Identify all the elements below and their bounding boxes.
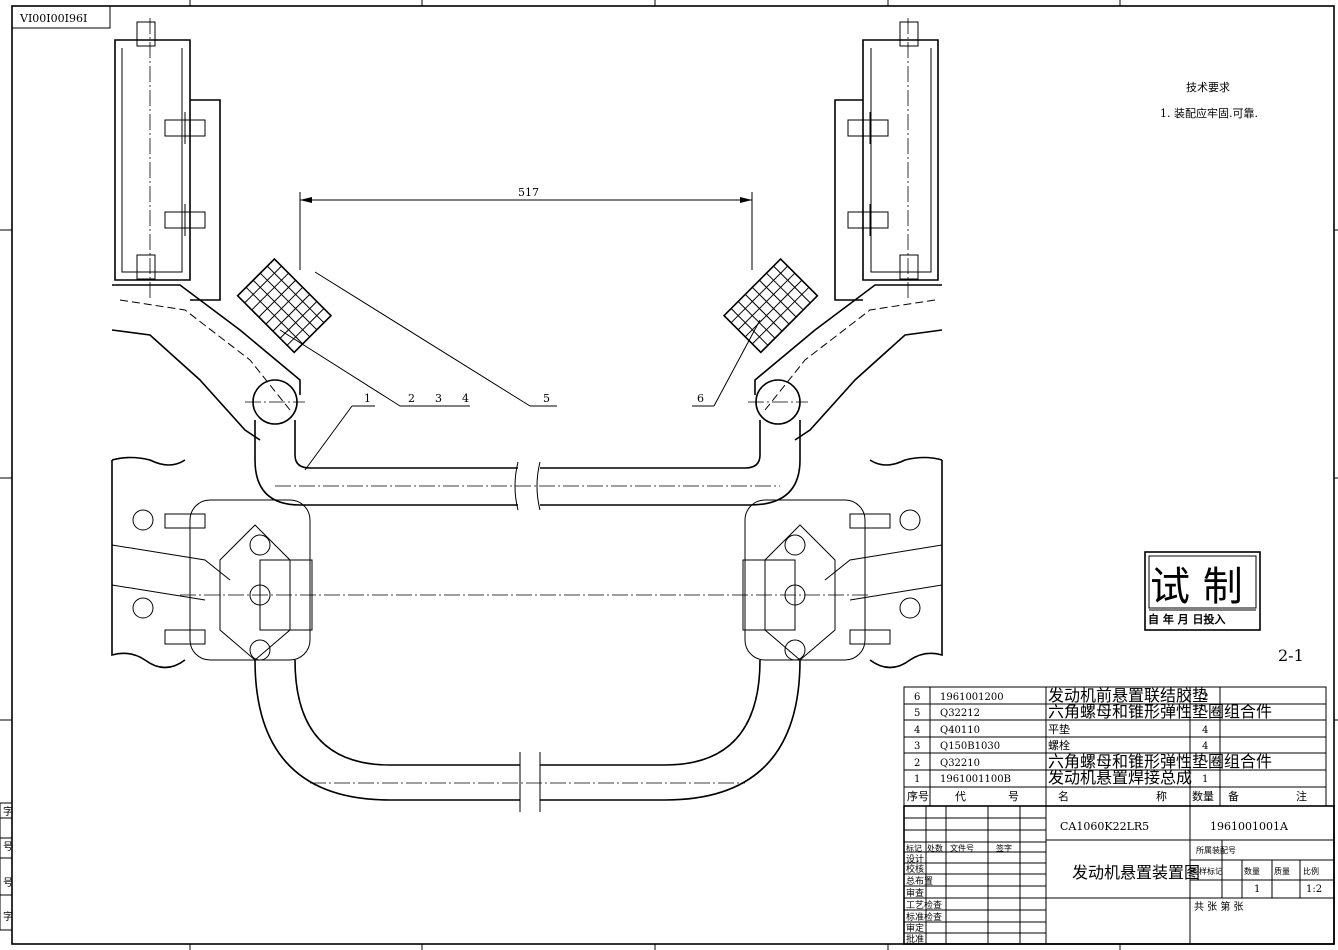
margin-label: 号 (3, 877, 13, 889)
role-label: 批准 (906, 933, 924, 945)
role-label: 审定 (906, 922, 924, 934)
drawing-code: VI00I00I96I (19, 12, 87, 25)
drawing-frame (11, 5, 1335, 945)
bom-header-note: 备 (1228, 789, 1239, 803)
bom-code: Q150B1030 (940, 741, 1000, 752)
stage-header: 比例 (1303, 866, 1319, 876)
drawing-code-box (11, 5, 111, 29)
role-label: 设计 (906, 853, 924, 865)
bom-header-qty: 数量 (1192, 790, 1214, 803)
dimension-value: 517 (518, 186, 539, 199)
sign-header: 文件号 (950, 843, 974, 853)
bom-no: 3 (914, 741, 920, 752)
bom-no: 6 (914, 692, 920, 703)
quantity-value: 1 (1254, 884, 1260, 895)
role-label: 校核 (906, 863, 924, 875)
bom-row: 3 Q150B1030 螺栓 4 (914, 738, 1208, 752)
bom-table: 6 1961001200 发动机前悬置联结胶垫 2 5 Q32212 六角螺母和… (903, 686, 1327, 807)
bom-name: 螺栓 (1048, 738, 1070, 752)
margin-label: 号 (3, 841, 13, 853)
bom-header-no: 序号 (907, 789, 929, 803)
stage-header: 图样标记 (1191, 866, 1223, 876)
bom-qty: 4 (1202, 725, 1208, 736)
sheet-count: 共 张 第 张 (1194, 900, 1244, 913)
bom-header-code: 号 (1008, 790, 1019, 803)
margin-strip: 字 号 号 字 (0, 802, 13, 931)
bom-no: 2 (914, 758, 920, 769)
bom-qty: 4 (1202, 741, 1208, 752)
scale-value: 1:2 (1306, 884, 1322, 895)
callout-5: 5 (543, 392, 550, 405)
sign-header: 标记 (906, 843, 922, 853)
role-label: 标准检查 (906, 911, 942, 923)
bom-name: 平垫 (1048, 722, 1070, 736)
bom-row: 2 Q32210 六角螺母和锥形弹性垫圈组合件 (914, 752, 1272, 771)
stage-header: 数量 (1244, 866, 1260, 876)
bom-name: 发动机前悬置联结胶垫 (1048, 686, 1208, 705)
bom-no: 1 (914, 774, 920, 785)
bom-name: 六角螺母和锥形弹性垫圈组合件 (1048, 702, 1272, 721)
bom-code: 1961001200 (940, 692, 1004, 703)
callout-6: 6 (697, 392, 704, 405)
sheet-tag: 2-1 (1278, 646, 1304, 665)
stage-header: 质量 (1274, 866, 1290, 876)
bom-header-name: 名 (1058, 789, 1069, 803)
role-label: 工艺检查 (906, 899, 942, 911)
bom-header-code: 代 (955, 790, 966, 803)
bom-no: 5 (914, 708, 920, 719)
trial-stamp: 试 制 自 年 月 日投入 (1144, 551, 1261, 631)
bom-name: 发动机悬置焊接总成 (1048, 768, 1192, 787)
bom-qty: 2 (1202, 692, 1208, 703)
drawing-number: 1961001001A (1210, 820, 1289, 833)
bom-qty: 1 (1202, 774, 1208, 785)
sign-header: 签字 (996, 843, 1012, 853)
bom-code: Q40110 (940, 725, 980, 736)
bom-code: Q32210 (940, 758, 980, 769)
bom-row: 4 Q40110 平垫 4 (914, 722, 1208, 736)
role-label: 总布置 (906, 875, 933, 887)
title-block: CA1060K22LR5 1961001001A 发动机悬置装置图 所属装配号 … (903, 805, 1335, 945)
callout-3: 3 (435, 392, 442, 405)
role-label: 审查 (906, 887, 924, 899)
bom-row: 1 1961001100B 发动机悬置焊接总成 1 (914, 768, 1208, 787)
assembly-label: 所属装配号 (1196, 845, 1236, 855)
tech-req-title: 技术要求 (1186, 81, 1230, 94)
stamp-sub: 自 年 月 日投入 (1148, 612, 1226, 626)
callout-2: 2 (408, 392, 415, 405)
bom-row: 6 1961001200 发动机前悬置联结胶垫 2 (914, 686, 1208, 705)
bom-header-name: 称 (1156, 789, 1167, 803)
callout-4: 4 (462, 392, 469, 405)
stamp-main: 试 制 (1150, 564, 1243, 610)
sign-header: 处数 (927, 843, 943, 853)
callout-1: 1 (364, 392, 371, 405)
bom-header: 序号 代 号 名 称 数量 备 注 (907, 789, 1307, 803)
bottom-view (111, 456, 943, 812)
model-number: CA1060K22LR5 (1060, 820, 1149, 833)
bom-code: 1961001100B (940, 774, 1011, 785)
bom-no: 4 (914, 725, 920, 736)
bom-row: 5 Q32212 六角螺母和锥形弹性垫圈组合件 (914, 702, 1272, 721)
bom-name: 六角螺母和锥形弹性垫圈组合件 (1048, 752, 1272, 771)
bom-code: Q32212 (940, 708, 980, 719)
top-view: 517 1 2 3 4 5 6 (111, 18, 943, 511)
margin-label: 字 (3, 910, 13, 923)
margin-label: 字 (3, 805, 13, 818)
bom-header-note: 注 (1296, 789, 1307, 803)
drawing-name: 发动机悬置装置图 (1072, 863, 1200, 882)
tech-req-item: 1. 装配应牢固.可靠. (1160, 106, 1258, 120)
